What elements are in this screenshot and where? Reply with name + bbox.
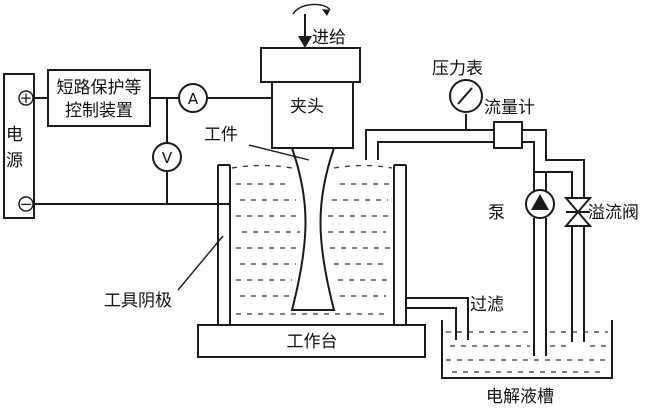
spindle-head xyxy=(260,47,361,83)
flow-meter-icon xyxy=(493,121,523,149)
tank-electrolyte xyxy=(446,331,608,373)
workpiece-leader-line xyxy=(248,144,310,161)
worktable xyxy=(197,324,426,358)
power-label-line1: 电 xyxy=(6,125,23,145)
relief-valve-label: 溢流阀 xyxy=(588,203,639,223)
vessel-electrolyte xyxy=(236,183,390,315)
filter-label: 过滤 xyxy=(470,295,504,315)
pump-arrow-icon xyxy=(531,194,549,210)
return-pipe-bottom xyxy=(406,307,457,340)
rotation-arrow-icon xyxy=(292,3,331,15)
pressure-gauge-label: 压力表 xyxy=(432,59,483,79)
relief-valve-bottom-icon xyxy=(563,210,593,227)
voltmeter-label: V xyxy=(162,149,173,167)
return-pipe-top xyxy=(406,297,469,340)
ammeter-label: A xyxy=(188,90,199,108)
tool-cathode-label: 工具阴极 xyxy=(104,291,172,311)
short-circuit-protection-box xyxy=(47,69,151,127)
pressure-gauge-needle xyxy=(457,87,473,105)
supply-pipe-inner xyxy=(377,141,494,160)
tool-cathode-leader-line xyxy=(177,235,224,291)
relief-valve-top-icon xyxy=(563,197,593,214)
electrolyte-tank xyxy=(441,320,613,379)
short-circuit-label-line2: 控制装置 xyxy=(65,101,133,121)
power-label-line2: 源 xyxy=(6,151,23,171)
chuck-box xyxy=(271,81,354,149)
electrolyte-tank-label: 电解液槽 xyxy=(486,387,554,407)
feed-arrow-icon xyxy=(298,36,312,48)
workpiece-label: 工件 xyxy=(204,125,238,145)
flow-meter-label: 流量计 xyxy=(484,98,535,118)
chuck-label: 夹头 xyxy=(290,97,324,117)
workpiece-shape xyxy=(290,147,336,311)
vessel-liquid-surface xyxy=(231,164,393,169)
pipe-flow-outer xyxy=(522,129,585,198)
supply-pipe-outer xyxy=(365,129,494,160)
rotation-arrowhead-icon xyxy=(322,9,330,16)
positive-sign: + xyxy=(20,89,33,107)
short-circuit-label-line1: 短路保护等 xyxy=(57,78,142,98)
feed-label: 进给 xyxy=(312,28,346,48)
negative-sign: − xyxy=(20,195,33,213)
pump-label: 泵 xyxy=(488,203,505,223)
worktable-label: 工作台 xyxy=(287,332,338,352)
